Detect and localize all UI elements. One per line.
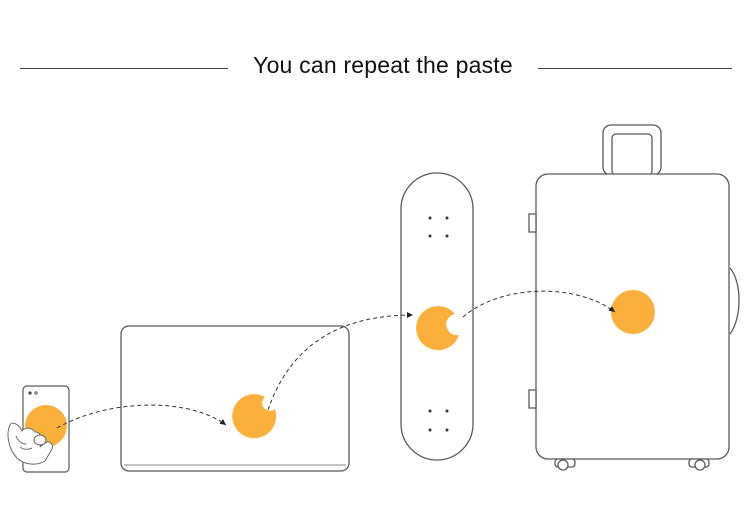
sticker-dot-icon — [416, 306, 459, 351]
sticker-dot-icon — [232, 394, 277, 439]
header-divider-left — [20, 68, 228, 70]
laptop — [120, 325, 350, 472]
header: You can repeat the paste — [0, 50, 750, 86]
sticker-dot-icon — [611, 290, 655, 334]
header-divider-right — [538, 68, 732, 70]
hand-icon — [7, 422, 53, 465]
dashed-arrow-icon — [56, 290, 616, 429]
page-title: You can repeat the paste — [253, 52, 513, 78]
